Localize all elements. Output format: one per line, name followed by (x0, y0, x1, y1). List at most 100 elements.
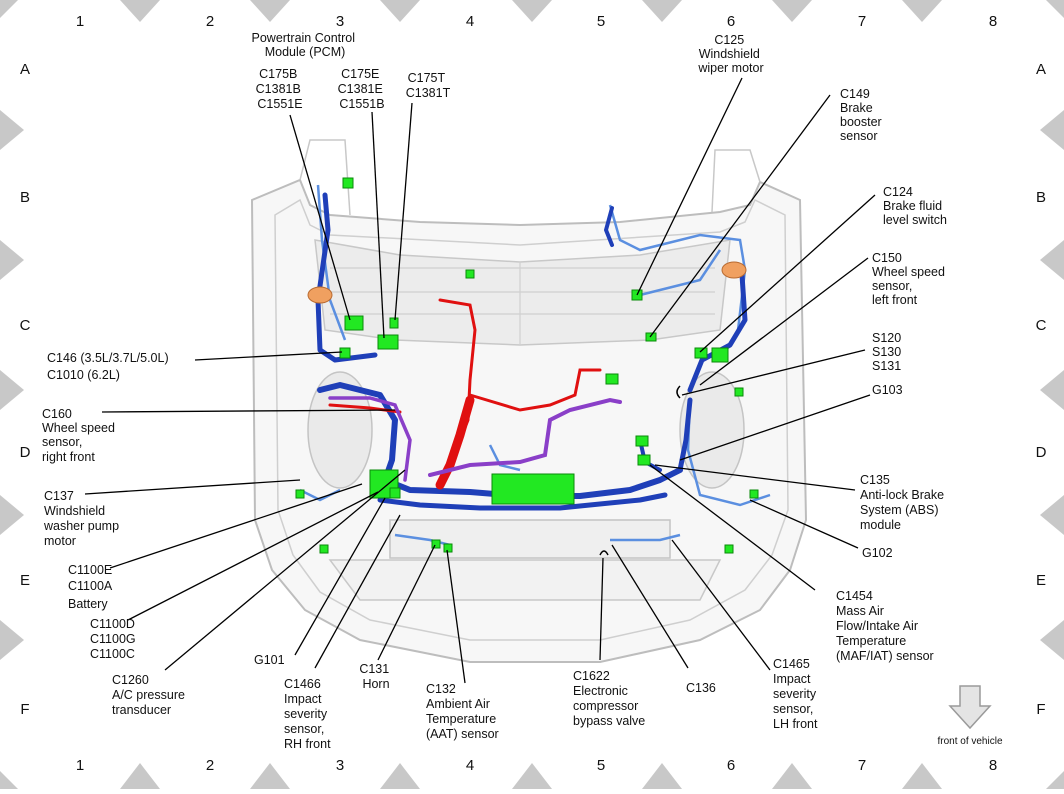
leader-c160 (101, 409, 396, 413)
connector-c135 (637, 454, 651, 466)
harness-main-blue (604, 206, 614, 247)
grid-row-b-right: B (1036, 189, 1046, 206)
leader-s120 (681, 349, 866, 396)
leader-c150 (699, 257, 869, 386)
label-g101: G101 (254, 653, 285, 667)
grid-col-3-bottom: 3 (336, 757, 344, 774)
leader-c146 (194, 351, 343, 361)
grid-col-5-bottom: 5 (597, 757, 605, 774)
leader-c175e (371, 111, 385, 339)
connector-c150 (711, 347, 729, 363)
connector-c146 (339, 347, 351, 359)
leader-c149 (649, 94, 831, 338)
label-c137: C137 Windshield washer pump motor (43, 489, 123, 548)
leader-c125 (636, 77, 743, 296)
connector-c175e (377, 334, 399, 350)
label-c160: C160 Wheel speed sensor, right front (42, 407, 118, 464)
label-c150: C150 Wheel speed sensor, left front (872, 251, 948, 307)
label-c1100e: C1100E C1100A Battery (68, 563, 116, 611)
grid-col-7-bottom: 7 (858, 757, 866, 774)
grid-col-2-top: 2 (206, 13, 214, 30)
grid-labels: 1 2 3 4 5 6 7 8 1 2 3 4 5 6 7 8 A B C D … (20, 13, 1047, 774)
connector-lower-right (724, 544, 734, 554)
leader-c175t (394, 102, 413, 321)
grid-row-a-right: A (1036, 61, 1046, 78)
leader-lines (84, 77, 876, 684)
leader-c1622 (599, 557, 604, 661)
connector-g102 (749, 489, 759, 499)
grid-col-2-bottom: 2 (206, 757, 214, 774)
leader-c132 (446, 549, 466, 684)
connector-c137 (295, 489, 305, 499)
leader-c135 (654, 464, 856, 491)
grid-row-d-left: D (20, 444, 31, 461)
grid-col-4-bottom: 4 (466, 757, 474, 774)
label-g103: G103 (872, 383, 903, 397)
orange-grommet-right (721, 261, 747, 279)
label-c1100d: C1100D C1100G C1100C (90, 617, 139, 661)
grid-col-6-top: 6 (727, 13, 735, 30)
label-c1260: C1260 A/C pressure transducer (112, 673, 188, 717)
harness-light-blue (394, 533, 451, 547)
orange-grommet-left (307, 286, 333, 304)
connector-g103 (734, 387, 744, 397)
leader-g103 (679, 394, 871, 461)
leader-c1260 (164, 469, 406, 671)
leader-c1466 (314, 514, 401, 669)
connector-c131 (431, 539, 441, 549)
connector-c175b (344, 315, 364, 331)
grid-row-f-left: F (20, 701, 29, 718)
harness-red-thick (435, 395, 475, 490)
grid-row-a-left: A (20, 61, 30, 78)
down-arrow-icon (948, 685, 992, 730)
label-c1465: C1465 Impact severity sensor, LH front (773, 657, 820, 731)
grid-row-c-left: C (20, 317, 31, 334)
grid-col-1-top: 1 (76, 13, 84, 30)
label-c175e: C175E C1381E C1551B (338, 67, 387, 111)
connector-c124 (694, 347, 708, 359)
label-c125: C125 Windshield wiper motor (697, 33, 763, 75)
harness-light-blue (610, 533, 681, 542)
leader-c1100d (127, 491, 379, 621)
label-c175t: C175T C1381T (406, 71, 451, 100)
connector-c132 (443, 543, 453, 553)
connector-c1100d (389, 487, 401, 499)
connector-red-top (465, 269, 475, 279)
connector-c175t (389, 317, 399, 329)
connector-center-module (491, 473, 575, 505)
label-c1466: C1466 Impact severity sensor, RH front (284, 677, 331, 751)
harness-purple (428, 397, 622, 477)
label-c175b: C175B C1381B C1551E (256, 67, 305, 111)
leader-c175b (289, 114, 351, 321)
component-labels: Powertrain Control Module (PCM) C175B C1… (42, 31, 948, 751)
front-of-vehicle-label: front of vehicle (937, 736, 1002, 747)
vehicle-engine-compartment (250, 139, 808, 663)
label-pcm: Powertrain Control Module (PCM) (252, 31, 359, 59)
label-g102: G102 (862, 546, 893, 560)
leader-c137 (84, 479, 301, 495)
label-c1622: C1622 Electronic compressor bypass valve (573, 669, 645, 728)
grid-col-3-top: 3 (336, 13, 344, 30)
label-c136: C136 (686, 681, 716, 695)
harness-purple (328, 396, 412, 482)
label-s120: S120 S130 S131 (872, 331, 905, 373)
leader-c1465 (671, 539, 771, 671)
harness-main-blue (377, 492, 668, 511)
harness-main-blue (315, 192, 378, 363)
label-c149: C149 Brake booster sensor (840, 87, 885, 143)
grid-row-c-right: C (1036, 317, 1047, 334)
connector-c1454 (635, 435, 649, 447)
grid-row-d-right: D (1036, 444, 1047, 461)
leader-g102 (749, 499, 859, 549)
leader-c1454 (649, 464, 816, 591)
label-c1454: C1454 Mass Air Flow/Intake Air Temperatu… (836, 589, 934, 663)
harness-light-blue (639, 249, 722, 297)
leader-c124 (699, 194, 876, 353)
harness-red (468, 368, 602, 412)
harness-main-blue (687, 272, 748, 393)
front-of-vehicle-indicator: front of vehicle (937, 685, 1003, 747)
label-c131: C131 Horn (359, 662, 392, 691)
